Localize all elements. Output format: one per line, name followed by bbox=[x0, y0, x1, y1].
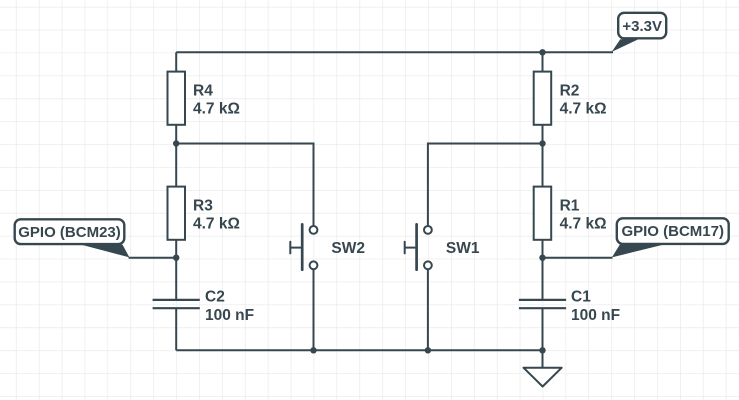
svg-text:R4: R4 bbox=[193, 83, 213, 100]
svg-text:GPIO (BCM17): GPIO (BCM17) bbox=[621, 223, 724, 240]
svg-text:GPIO (BCM23): GPIO (BCM23) bbox=[18, 224, 121, 241]
svg-text:C2: C2 bbox=[205, 289, 225, 306]
svg-text:SW1: SW1 bbox=[446, 240, 480, 257]
svg-text:4.7 kΩ: 4.7 kΩ bbox=[560, 100, 607, 117]
svg-text:100 nF: 100 nF bbox=[571, 307, 620, 324]
svg-text:+3.3V: +3.3V bbox=[622, 18, 662, 35]
svg-text:R3: R3 bbox=[193, 198, 213, 215]
svg-text:C1: C1 bbox=[571, 289, 591, 306]
svg-text:R2: R2 bbox=[560, 83, 580, 100]
svg-text:4.7 kΩ: 4.7 kΩ bbox=[560, 215, 607, 232]
svg-text:4.7 kΩ: 4.7 kΩ bbox=[193, 215, 240, 232]
svg-text:R1: R1 bbox=[560, 198, 580, 215]
svg-text:100 nF: 100 nF bbox=[205, 307, 254, 324]
svg-text:4.7 kΩ: 4.7 kΩ bbox=[193, 100, 240, 117]
svg-text:SW2: SW2 bbox=[331, 240, 365, 257]
